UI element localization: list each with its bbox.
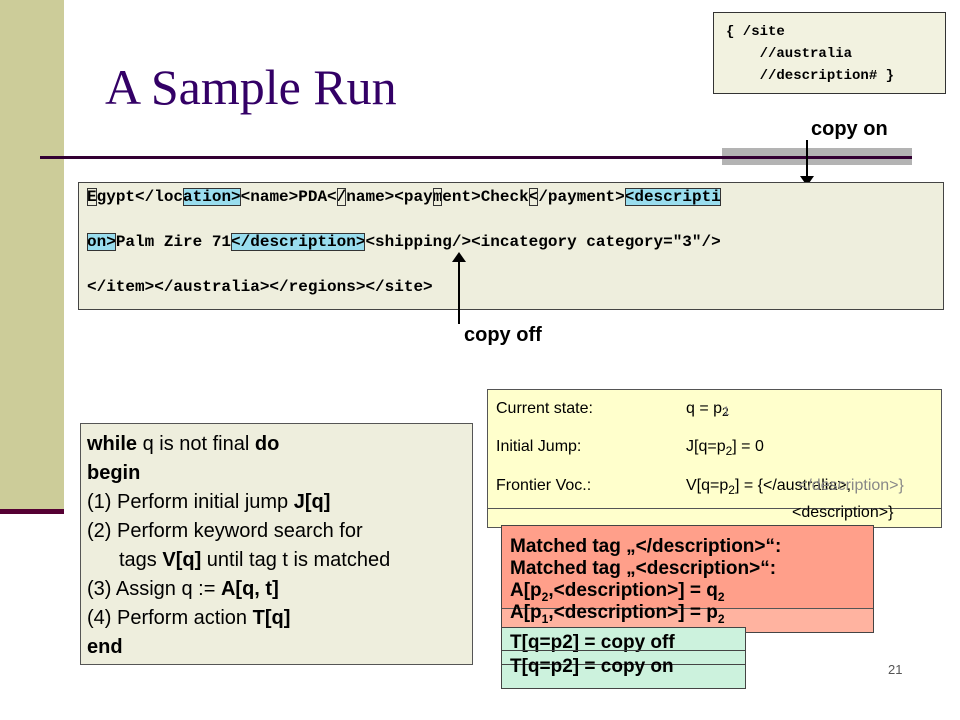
match-sub: 1 [541, 611, 549, 626]
match-text: ,<description>] = q [548, 580, 718, 601]
algo-text: until tag t is matched [201, 549, 391, 571]
algo-line-6: (3) Assign q := A[q, t] [87, 575, 472, 604]
left-accent-bar-bottom [0, 509, 64, 514]
algo-bold: T[q] [252, 607, 291, 629]
algo-line-7: (4) Perform action T[q] [87, 604, 472, 633]
algo-line-8: end [87, 633, 472, 662]
query-line-2: //australia [726, 46, 853, 62]
transition-a-p1: A[p1,<description>] = p2 [510, 602, 725, 626]
xml-frag: /payment> [538, 188, 625, 206]
algo-line-2: begin [87, 459, 472, 488]
copy-on-arrow-shaft [806, 140, 808, 182]
algorithm-box: while q is not final do begin (1) Perfor… [80, 423, 473, 665]
xml-line-3: </item></australia></regions></site> [87, 278, 433, 296]
matched-tag-open: Matched tag „<description>“: [510, 558, 777, 579]
algo-keyword: do [254, 433, 280, 455]
xml-frag-highlight: </description> [231, 233, 366, 251]
frontier-voc-ghost: </description>} [798, 477, 904, 494]
copy-off-label: copy off [464, 324, 542, 346]
xml-frag-highlight: ation> [183, 188, 241, 206]
matched-separator [502, 608, 873, 609]
page-number: 21 [888, 662, 903, 677]
state-divider [488, 508, 941, 509]
state-sub: 2 [725, 444, 733, 459]
query-line-1: { /site [726, 24, 785, 40]
frontier-voc-value: V[q=p2] = {</australia>, [686, 477, 851, 497]
algo-keyword: while [87, 433, 138, 455]
query-line-3: //description# } [726, 68, 895, 84]
algo-text: tags [119, 549, 163, 571]
transition-a-p2: A[p2,<description>] = q2 [510, 580, 725, 604]
state-text: J[q=p [686, 438, 726, 455]
match-text: A[p [510, 580, 542, 601]
current-state-label: Current state: [496, 400, 593, 417]
algo-line-3: (1) Perform initial jump J[q] [87, 488, 472, 517]
xml-frag: Palm Zire 71 [115, 233, 232, 251]
xml-frag: E [87, 188, 97, 206]
xml-stream-box: Egypt</location><name>PDA</name><payment… [78, 182, 944, 310]
action-separator-2 [502, 664, 745, 665]
match-text: A[p [510, 602, 542, 623]
match-sub: 2 [717, 589, 725, 604]
state-text: V[q=p [686, 477, 729, 494]
action-copy-off: T[q=p2] = copy off [510, 632, 675, 653]
matched-tag-highlight [502, 526, 873, 608]
query-box: { /site //australia //description# } [713, 12, 946, 94]
xml-frag: m [432, 188, 443, 206]
initial-jump-label: Initial Jump: [496, 438, 582, 455]
xml-frag: < [528, 188, 539, 206]
match-text: ,<description>] = p [548, 602, 718, 623]
algo-keyword: begin [87, 462, 141, 484]
initial-jump-value: J[q=p2] = 0 [686, 438, 764, 458]
state-text: ] = {</australia>, [734, 477, 852, 494]
copy-off-arrow-shaft [458, 260, 460, 324]
algo-line-1: while q is not final do [87, 430, 472, 459]
xml-frag: / [336, 188, 347, 206]
action-copy-on: T[q=p2] = copy on [510, 656, 674, 677]
algo-text: (4) Perform action [87, 607, 253, 629]
xml-frag: <name>PDA< [240, 188, 337, 206]
state-text: q = p [686, 400, 723, 417]
grey-marker-top [722, 148, 912, 156]
title-rule [40, 156, 912, 159]
algo-bold: J[q] [293, 491, 331, 513]
xml-line-1: Egypt</location><name>PDA</name><payment… [87, 188, 721, 206]
grey-marker-bottom [722, 159, 912, 165]
xml-frag-highlight: on> [87, 233, 116, 251]
copy-on-label: copy on [811, 118, 888, 140]
match-sub: 2 [541, 589, 549, 604]
slide-title: A Sample Run [105, 59, 397, 115]
algo-text: (3) Assign q := [87, 578, 221, 600]
state-sub: 2 [728, 483, 735, 498]
action-separator-1 [502, 650, 745, 651]
state-sub-ghost: 1 [723, 404, 730, 418]
xml-line-2: on>Palm Zire 71</description><shipping/>… [87, 233, 721, 251]
algo-line-5: tags V[q] until tag t is matched [87, 546, 472, 575]
action-box: T[q=p2] = copy off T[q=p2] = copy on [501, 627, 746, 689]
algo-text: q is not final [137, 433, 255, 455]
algo-text: (1) Perform initial jump [87, 491, 294, 513]
matched-tag-box: Matched tag „</description>“: Matched ta… [501, 525, 874, 633]
xml-frag-highlight: <descripti [624, 188, 721, 206]
state-sub: 2 [722, 405, 729, 419]
algo-bold: A[q, t] [220, 578, 279, 600]
state-text: ] = 0 [732, 438, 764, 455]
frontier-voc-label: Frontier Voc.: [496, 477, 592, 494]
xml-frag: name><pay [346, 188, 433, 206]
copy-off-arrow-head [452, 252, 466, 262]
frontier-voc-line-2: <description>} [792, 504, 894, 521]
left-accent-bar [0, 0, 64, 509]
algo-bold: V[q] [162, 549, 202, 571]
algo-line-4: (2) Perform keyword search for [87, 520, 363, 542]
algo-keyword: end [87, 636, 123, 658]
xml-frag: gypt</loc [96, 188, 184, 206]
match-sub: 2 [717, 611, 725, 626]
xml-frag: <shipping/><incategory category="3"/> [365, 233, 721, 251]
xml-frag: ent>Check [442, 188, 529, 206]
matched-tag-close: Matched tag „</description>“: [510, 536, 782, 557]
copy-on-arrow-head [800, 176, 814, 186]
